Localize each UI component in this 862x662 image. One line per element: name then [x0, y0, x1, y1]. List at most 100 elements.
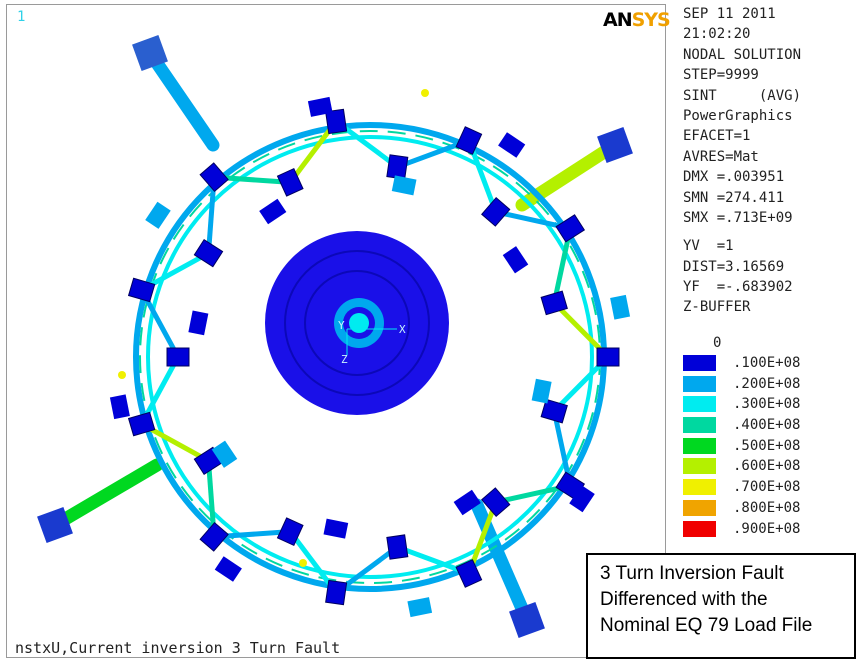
view-yf: YF =-.683902	[683, 279, 793, 296]
clamp-block	[127, 411, 156, 437]
view-dist: DIST=3.16569	[683, 258, 785, 275]
legend-label: .300E+08	[733, 396, 801, 413]
clamp-block	[555, 214, 586, 243]
bracket-block	[502, 246, 529, 274]
bracket-block	[109, 394, 130, 420]
clamp-block	[199, 162, 229, 193]
clamp-block	[325, 108, 348, 135]
clamp-block	[455, 559, 483, 588]
clamp-block	[386, 154, 409, 180]
graphics-viewport[interactable]: Y Z X 1 ANSYS nstxU,Current inversion 3 Tu…	[6, 4, 671, 658]
clamp-block	[540, 290, 568, 316]
center-column: Y Z X	[265, 231, 449, 415]
info-graphics-mode: PowerGraphics	[683, 107, 793, 124]
legend-label: .900E+08	[733, 520, 801, 537]
legend-label: .400E+08	[733, 417, 801, 434]
rod-end-pad	[132, 35, 168, 71]
y-axis-label: Y	[338, 319, 345, 332]
x-axis-label: X	[399, 323, 406, 336]
clamp-block	[481, 487, 511, 518]
info-efacet: EFACET=1	[683, 128, 751, 145]
center-disk-ring	[304, 270, 410, 376]
clamp-block	[166, 347, 190, 367]
bracket-block	[188, 310, 209, 336]
clamp-block	[127, 277, 156, 303]
legend-row: .900E+08	[683, 519, 861, 540]
center-disk-ring	[284, 250, 430, 396]
z-axis-label: Z	[341, 353, 348, 366]
legend-label: .800E+08	[733, 499, 801, 516]
info-avres: AVRES=Mat	[683, 148, 759, 165]
legend-swatch	[683, 396, 716, 413]
clamp-block	[386, 534, 409, 560]
legend-row: .300E+08	[683, 394, 861, 415]
info-step: STEP=9999	[683, 67, 759, 84]
legend-label: .600E+08	[733, 458, 801, 475]
legend-swatch	[683, 458, 716, 475]
clamp-block	[199, 521, 229, 552]
note-line-2: Differenced with the	[600, 589, 768, 610]
legend-row: .100E+08	[683, 353, 861, 374]
ansys-logo: ANSYS	[603, 9, 671, 31]
bracket-block	[307, 96, 333, 117]
bracket-block	[407, 597, 433, 618]
view-zbuffer: Z-BUFFER	[683, 299, 751, 316]
contour-legend: 0 .100E+08 .200E+08 .300E+08 .400E+08 .5…	[683, 333, 861, 539]
structural-ring	[109, 89, 631, 618]
legend-label: .200E+08	[733, 375, 801, 392]
fem-plot: Y Z X	[37, 35, 633, 638]
bracket-block	[531, 378, 552, 404]
info-result-item: SINT (AVG)	[683, 87, 802, 104]
clamp-block	[276, 167, 304, 197]
bracket-block	[145, 201, 171, 229]
bracket-block	[211, 440, 238, 468]
clamp-block	[276, 517, 304, 547]
annotation-note: 3 Turn Inversion Fault Differenced with …	[586, 553, 856, 659]
bracket-block	[391, 175, 417, 196]
legend-row: .500E+08	[683, 436, 861, 457]
support-rod	[48, 458, 164, 532]
bracket-block	[453, 489, 481, 516]
info-solution-type: NODAL SOLUTION	[683, 46, 802, 63]
stress-hotspot	[421, 89, 429, 97]
legend-swatch	[683, 437, 716, 454]
legend-label: .100E+08	[733, 355, 801, 371]
legend-swatch	[683, 417, 716, 434]
legend-zero-label: 0	[713, 335, 722, 351]
legend-swatch	[683, 520, 716, 537]
legend-row: .200E+08	[683, 374, 861, 395]
note-line-1: 3 Turn Inversion Fault	[600, 563, 784, 584]
clamp-block	[481, 196, 511, 227]
info-smx: SMX =.713E+09	[683, 209, 793, 226]
bracket-block	[214, 556, 242, 582]
clamp-block	[596, 347, 620, 367]
bracket-block	[498, 132, 526, 158]
info-time: 21:02:20	[683, 26, 751, 43]
info-dmx: DMX =.003951	[683, 169, 785, 186]
window-number: 1	[17, 9, 26, 25]
view-yv: YV =1	[683, 238, 734, 255]
support-rod	[143, 46, 220, 152]
plot-caption: nstxU,Current inversion 3 Turn Fault	[15, 639, 341, 657]
legend-row: .400E+08	[683, 415, 861, 436]
info-date: SEP 11 2011	[683, 6, 776, 22]
legend-row: .700E+08	[683, 477, 861, 498]
solution-info-panel: SEP 11 2011 21:02:20 NODAL SOLUTION STEP…	[683, 4, 861, 318]
bracket-block	[569, 485, 595, 513]
bracket-block	[259, 198, 287, 225]
legend-swatch	[683, 499, 716, 516]
center-hub-inner	[349, 313, 369, 333]
info-smn: SMN =274.411	[683, 189, 785, 206]
rod-end-pad	[37, 507, 73, 543]
legend-swatch	[683, 375, 716, 392]
stress-hotspot	[299, 559, 307, 567]
clamp-block	[540, 398, 568, 424]
clamp-block	[193, 238, 224, 268]
legend-row: .600E+08	[683, 456, 861, 477]
inner-rail	[146, 135, 594, 579]
clamp-block	[455, 126, 483, 155]
legend-label: .500E+08	[733, 437, 801, 454]
legend-row: .800E+08	[683, 498, 861, 519]
legend-label: .700E+08	[733, 479, 801, 496]
bracket-block	[323, 518, 349, 539]
